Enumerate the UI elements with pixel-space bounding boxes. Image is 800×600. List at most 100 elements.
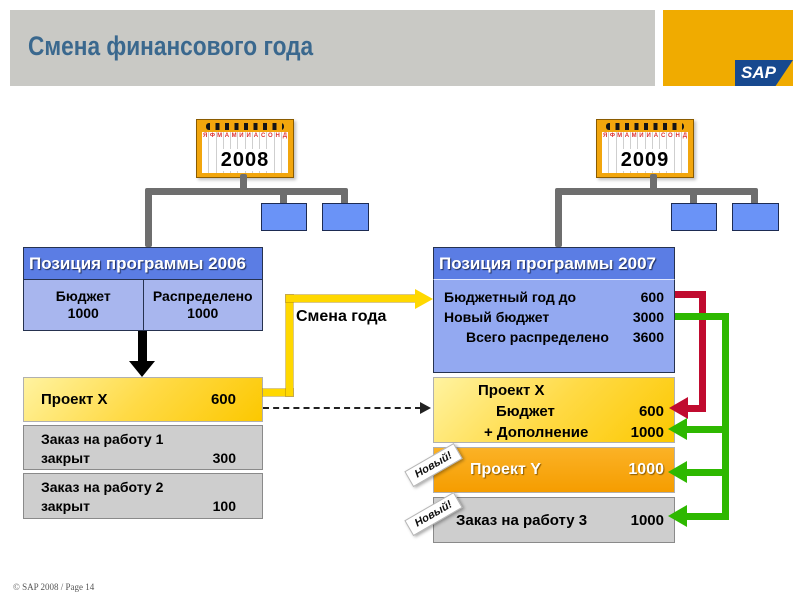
work-order-2-value: 100	[212, 498, 236, 514]
distributed-cell: Распределено 1000	[144, 280, 263, 330]
work-order-2-box: Заказ на работу 2 закрыт 100	[23, 473, 263, 519]
program-2006-body: Бюджет 1000 Распределено 1000	[23, 280, 263, 331]
project-x-budget-value: 600	[638, 403, 664, 420]
calendar-month-letter: Я	[602, 133, 608, 139]
calendar-month-letter: Ф	[208, 132, 215, 173]
tree-drop-right-b	[751, 192, 758, 205]
year-change-arrow-seg	[286, 295, 293, 396]
distributed-label: Распределено	[152, 288, 253, 304]
tree-drop-left-main	[145, 192, 152, 247]
red-link-seg	[699, 291, 706, 412]
red-link-arrow-head	[669, 397, 688, 419]
calendar-month-letter: Н	[673, 132, 681, 173]
work-order-3-label: Заказ на работу 3	[456, 511, 588, 529]
small-node-box	[261, 203, 307, 231]
work-order-2-row: закрыт 100	[41, 497, 236, 516]
green-link-seg	[675, 313, 729, 320]
budget-value: 1000	[67, 305, 99, 321]
project-y-value: 1000	[628, 461, 664, 478]
project-x-title: Проект X	[478, 382, 545, 399]
year-change-arrow-seg	[286, 295, 417, 302]
sap-logo-block: SAP	[663, 10, 793, 86]
green-link-seg	[722, 313, 729, 520]
year-change-arrow-head	[415, 289, 433, 309]
project-x-budget-row: Бюджет 600	[434, 401, 674, 422]
distributed-value: 1000	[187, 305, 219, 321]
year-change-arrow-seg	[263, 389, 293, 396]
calendar-month-letter: Д	[280, 132, 288, 173]
year-change-label: Смена года	[296, 308, 387, 325]
budget-year-row: Бюджетный год до 600	[434, 287, 674, 307]
program-2007-body: Бюджетный год до 600 Новый бюджет 3000 В…	[433, 280, 675, 373]
dashed-link-line	[263, 407, 421, 409]
calendar-year-label: 2008	[218, 149, 272, 171]
project-y-label: Проект Y	[470, 461, 541, 478]
title-band: Смена финансового года	[10, 10, 655, 86]
calendar-month-letter: М	[615, 132, 623, 173]
tree-drop-left-a	[280, 192, 287, 205]
tree-stem-right	[650, 174, 657, 190]
green-link-seg	[687, 513, 724, 520]
green-link-arrow-head	[668, 505, 687, 527]
black-down-arrow-head	[129, 361, 155, 377]
red-link-seg	[675, 291, 706, 298]
small-node-box	[732, 203, 779, 231]
red-link-seg	[687, 405, 699, 412]
program-2007-header: Позиция программы 2007	[433, 247, 675, 280]
tree-drop-right-a	[690, 192, 697, 205]
work-order-2-title: Заказ на работу 2	[41, 479, 164, 495]
work-order-1-status: закрыт	[41, 450, 90, 466]
budget-year-value: 600	[640, 289, 664, 305]
footer-copyright: © SAP 2008 / Page 14	[13, 582, 95, 592]
green-link-seg	[687, 469, 724, 476]
calendar-year: 2008	[202, 149, 288, 172]
tree-stem-left	[240, 174, 247, 190]
calendar-month-letter: М	[215, 132, 223, 173]
project-x-addition-row: + Дополнение 1000	[434, 422, 674, 443]
total-distributed-value: 3600	[632, 329, 664, 345]
work-order-1-title: Заказ на работу 1	[41, 431, 164, 447]
tree-bar-right	[555, 188, 758, 195]
calendar-year-label: 2009	[618, 149, 672, 171]
dashed-link-arrow-head	[420, 402, 431, 414]
project-y-box: Проект Y 1000	[433, 447, 675, 493]
budget-label: Бюджет	[55, 288, 111, 304]
project-x-addition-label: + Дополнение	[484, 424, 589, 441]
total-distributed-row: Всего распределено 3600	[434, 327, 674, 347]
project-x-right-box: Проект X Бюджет 600 + Дополнение 1000	[433, 377, 675, 443]
tree-drop-right-main	[555, 192, 562, 247]
tree-bar-left	[145, 188, 348, 195]
slide-title: Смена финансового года	[28, 31, 314, 61]
project-x-label: Проект X	[41, 391, 108, 408]
small-node-box	[671, 203, 717, 231]
green-link-arrow-head	[668, 461, 687, 483]
project-x-left-box: Проект X 600	[23, 377, 263, 422]
program-2006-header: Позиция программы 2006	[23, 247, 263, 280]
budget-year-label: Бюджетный год до	[444, 289, 577, 305]
green-link-arrow-head	[668, 418, 687, 440]
project-x-addition-value: 1000	[630, 424, 664, 441]
budget-cell: Бюджет 1000	[24, 280, 144, 330]
new-budget-value: 3000	[632, 309, 664, 325]
calendar-month-letter: Д	[680, 132, 688, 173]
project-x-value: 600	[210, 391, 236, 408]
project-x-budget-label: Бюджет	[496, 403, 555, 420]
work-order-2-status: закрыт	[41, 498, 90, 514]
work-order-1-row: закрыт 300	[41, 449, 236, 468]
black-down-arrow-shaft	[138, 331, 147, 362]
new-budget-label: Новый бюджет	[444, 309, 550, 325]
work-order-1-value: 300	[212, 450, 236, 466]
work-order-3-value: 1000	[630, 511, 664, 529]
tree-drop-left-b	[341, 192, 348, 205]
work-order-1-box: Заказ на работу 1 закрыт 300	[23, 425, 263, 470]
calendar-binding-dots-icon	[206, 123, 284, 130]
total-distributed-label: Всего распределено	[466, 329, 609, 345]
small-node-box	[322, 203, 369, 231]
sap-logo-icon: SAP	[735, 60, 793, 86]
calendar-month-letter: Ф	[608, 132, 615, 173]
